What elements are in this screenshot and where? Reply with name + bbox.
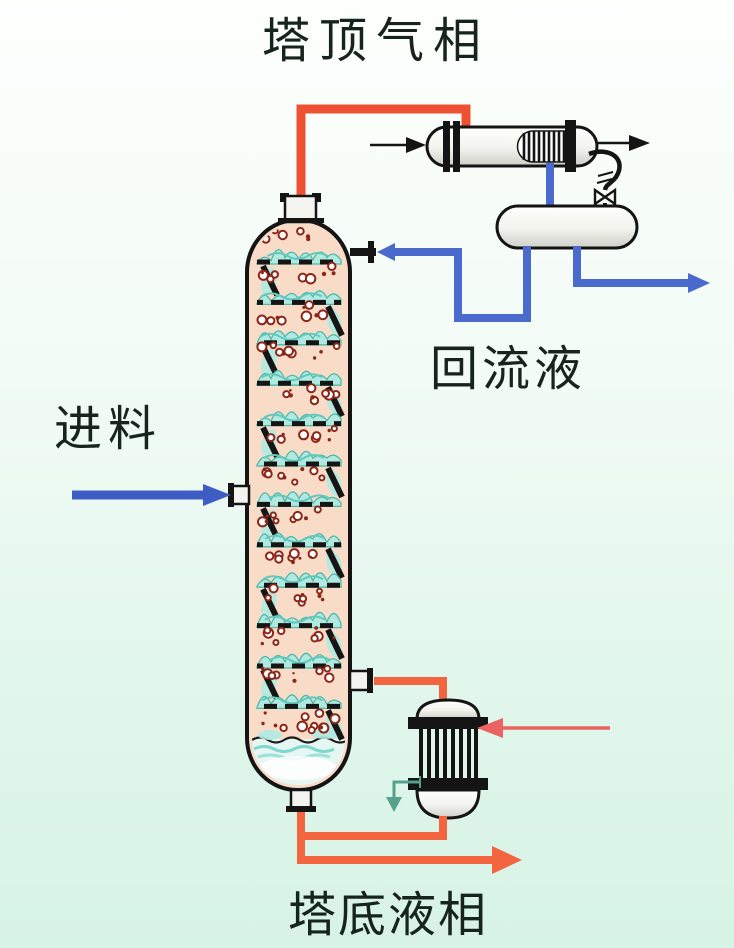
condenser-tube-bundle <box>516 120 576 172</box>
reflux-return-nozzle <box>350 241 376 263</box>
bottoms-arrowhead <box>492 846 522 874</box>
column-bottom-nozzle <box>286 788 316 812</box>
distillate-line <box>573 246 710 293</box>
label-reflux: 回流液 <box>430 343 587 396</box>
overhead-vapor-line <box>296 104 471 200</box>
reboiler <box>374 677 610 820</box>
vent-valve <box>588 149 622 212</box>
distillation-column <box>228 193 376 812</box>
reboiler-return-nozzle <box>348 668 373 693</box>
column-top-nozzle <box>278 193 324 224</box>
feed-nozzle <box>228 483 251 507</box>
bottoms-line <box>297 812 522 874</box>
column-internals <box>252 226 345 785</box>
label-feed: 进料 <box>54 403 163 456</box>
reflux-line <box>377 243 531 322</box>
cooling-water-out-arrow <box>598 135 650 151</box>
reboiler-liquid-feed-line <box>301 816 447 840</box>
reflux-drum <box>495 204 639 250</box>
feed-arrow <box>72 484 231 506</box>
label-bottom-liquid: 塔底液相 <box>288 889 489 942</box>
reboiler-tubes <box>419 729 478 779</box>
cooling-water-in-arrow <box>370 137 426 153</box>
reboiler-vapor-line <box>374 677 447 702</box>
steam-in-arrow <box>477 718 610 738</box>
condensate-out-arrow <box>386 776 421 812</box>
label-top-vapor: 塔顶气相 <box>262 15 491 68</box>
condenser <box>370 120 650 212</box>
